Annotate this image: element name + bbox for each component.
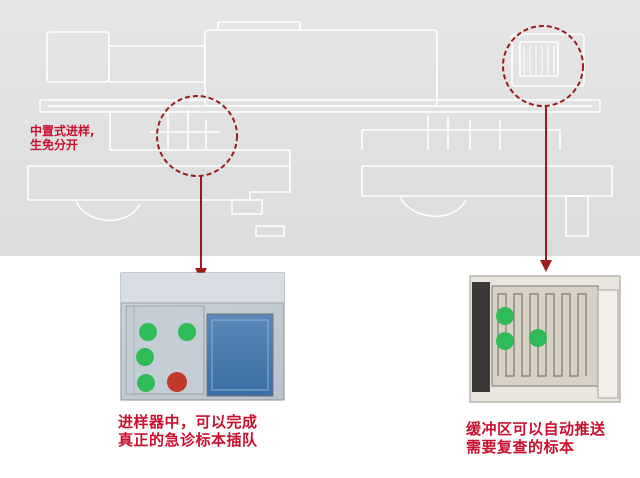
right-mechanism (427, 116, 501, 150)
top-right-inner (519, 41, 559, 77)
sampler-dot-green (178, 323, 196, 341)
center-leg (255, 225, 285, 237)
sampler-highlight-circle (156, 95, 238, 177)
buffer-dot-green (496, 307, 514, 325)
left-mechanism (150, 110, 220, 150)
left-mid-frame (109, 112, 291, 166)
buffer-dot-green (529, 329, 547, 347)
left-drum (75, 199, 141, 221)
buffer-grill-top (523, 46, 555, 74)
buffer-grill-pattern (497, 293, 587, 377)
top-center-detail (217, 21, 301, 30)
sampler-dot-green (139, 323, 157, 341)
right-lower-body (361, 165, 613, 197)
right-leg (565, 195, 589, 237)
top-right-module (511, 33, 585, 87)
sampler-detail-inset (120, 272, 285, 401)
buffer-caption-line1: 缓冲区可以自动推送 (466, 420, 606, 438)
buffer-dark-frame (472, 282, 490, 392)
machine-outline (27, 21, 613, 237)
buffer-dot-green (496, 332, 514, 350)
buffer-highlight-circle (502, 25, 584, 107)
sampler-dot-red (167, 372, 187, 392)
buffer-right-block (597, 289, 619, 399)
right-mid-frame (361, 129, 561, 150)
left-leg (231, 199, 263, 215)
sampler-dot-green (137, 374, 155, 392)
sampler-dots (136, 323, 196, 392)
sampler-top-strip (121, 273, 284, 303)
sampler-dot-green (136, 348, 154, 366)
buffer-dots (496, 307, 547, 350)
inline-sampling-caption: 中置式进样, 生免分开 (30, 124, 95, 153)
inline-sampling-caption-line2: 生免分开 (30, 138, 79, 153)
right-drum (399, 195, 467, 217)
main-rail (39, 99, 601, 113)
inline-sampling-caption-line1: 中置式进样, (30, 124, 95, 138)
sampler-blue-window (206, 313, 274, 397)
sampler-caption: 进样器中，可以完成 真正的急诊标本插队 (118, 413, 258, 449)
buffer-caption: 缓冲区可以自动推送 需要复查的标本 (466, 420, 606, 456)
top-left-module (46, 31, 110, 83)
sampler-window-frame (211, 319, 269, 391)
sampler-caption-line1: 进样器中，可以完成 (118, 413, 258, 431)
sampler-caption-line2: 真正的急诊标本插队 (118, 431, 258, 449)
buffer-caption-line2: 需要复查的标本 (466, 438, 575, 456)
